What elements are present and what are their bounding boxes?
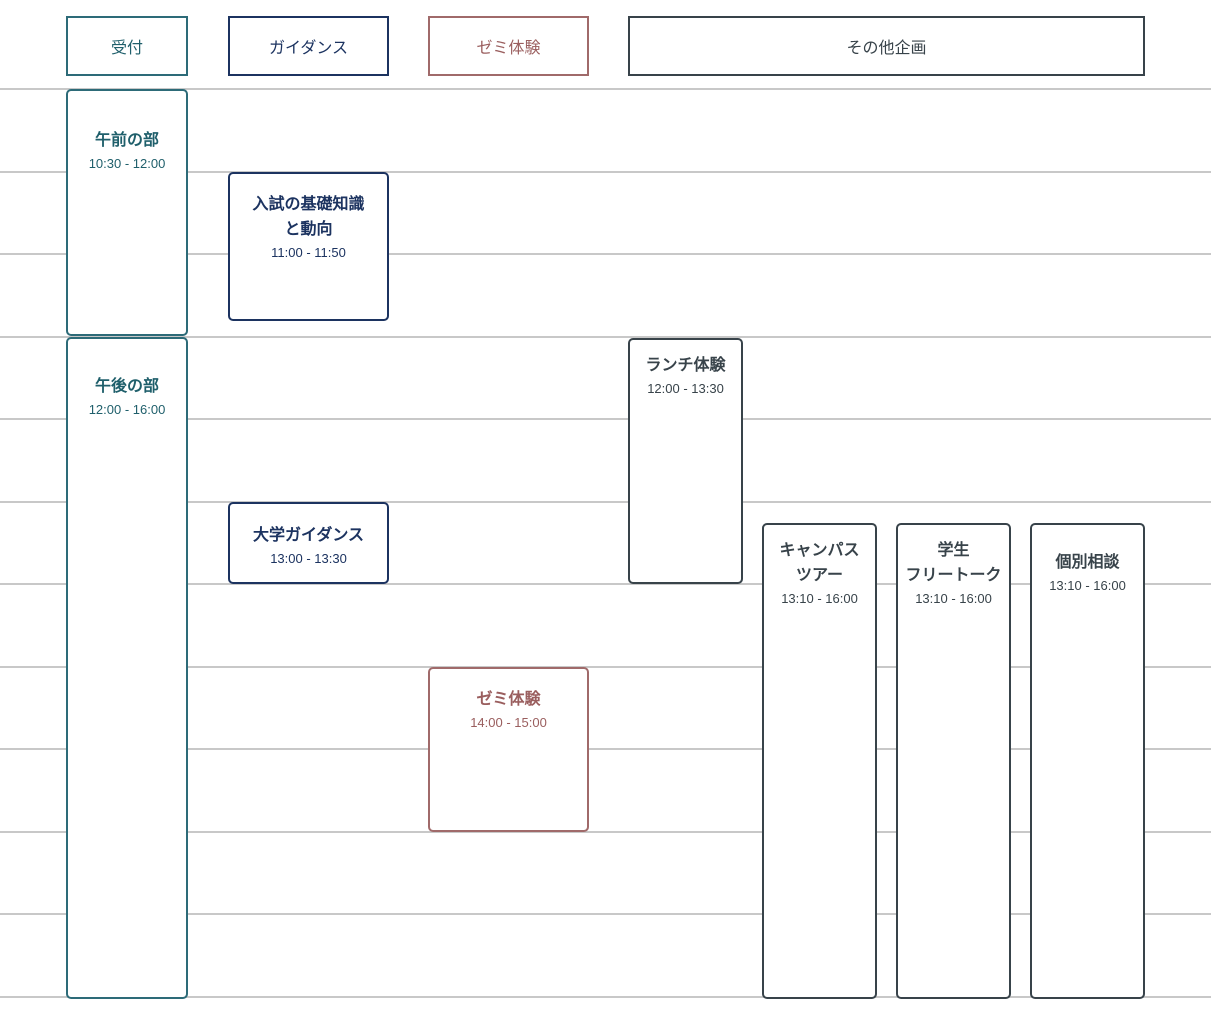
event-time: 12:00 - 13:30: [647, 381, 724, 396]
event-afternoon-session: 午後の部 12:00 - 16:00: [66, 337, 188, 999]
event-seminar-trial: ゼミ体験 14:00 - 15:00: [428, 667, 589, 832]
event-time: 10:30 - 12:00: [88, 156, 166, 171]
gridline: [0, 996, 1211, 998]
event-title: 入試の基礎知識 と動向: [252, 194, 365, 238]
gridline: [0, 831, 1211, 833]
header-seminar: ゼミ体験: [428, 16, 589, 76]
event-title: 午後の部: [94, 376, 159, 395]
event-time: 13:00 - 13:30: [270, 551, 347, 566]
gridline: [0, 583, 1211, 585]
gridline: [0, 253, 1211, 255]
header-seminar-label: ゼミ体験: [476, 38, 541, 57]
event-title: 学生 フリートーク: [905, 540, 1002, 584]
event-morning-session: 午前の部 10:30 - 12:00: [66, 89, 188, 336]
event-title: 午前の部: [94, 130, 159, 149]
header-reception-label: 受付: [110, 38, 143, 57]
gridline: [0, 501, 1211, 503]
gridline: [0, 171, 1211, 173]
event-title: ゼミ体験: [476, 689, 541, 708]
event-time: 13:10 - 16:00: [781, 591, 858, 606]
event-time: 11:00 - 11:50: [271, 245, 346, 260]
gridline: [0, 336, 1211, 338]
header-reception: 受付: [66, 16, 188, 76]
event-time: 14:00 - 15:00: [470, 715, 547, 730]
gridline: [0, 748, 1211, 750]
header-guidance: ガイダンス: [228, 16, 389, 76]
event-campus-tour: キャンパス ツアー 13:10 - 16:00: [762, 523, 877, 999]
event-title: 個別相談: [1055, 552, 1120, 571]
event-time: 12:00 - 16:00: [88, 402, 166, 417]
event-individual-consultation: 個別相談 13:10 - 16:00: [1030, 523, 1145, 999]
event-title: 大学ガイダンス: [252, 525, 365, 544]
gridline: [0, 666, 1211, 668]
header-other: その他企画: [628, 16, 1145, 76]
event-exam-basics: 入試の基礎知識 と動向 11:00 - 11:50: [228, 172, 389, 321]
event-title: キャンパス ツアー: [779, 540, 860, 584]
header-other-label: その他企画: [846, 38, 927, 57]
gridline: [0, 913, 1211, 915]
event-time: 13:10 - 16:00: [1049, 578, 1126, 593]
event-student-free-talk: 学生 フリートーク 13:10 - 16:00: [896, 523, 1011, 999]
gridline: [0, 88, 1211, 90]
event-time: 13:10 - 16:00: [915, 591, 992, 606]
event-lunch-trial: ランチ体験 12:00 - 13:30: [628, 338, 743, 584]
event-title: ランチ体験: [645, 355, 726, 374]
header-guidance-label: ガイダンス: [268, 38, 349, 57]
event-university-guidance: 大学ガイダンス 13:00 - 13:30: [228, 502, 389, 584]
gridline: [0, 418, 1211, 420]
